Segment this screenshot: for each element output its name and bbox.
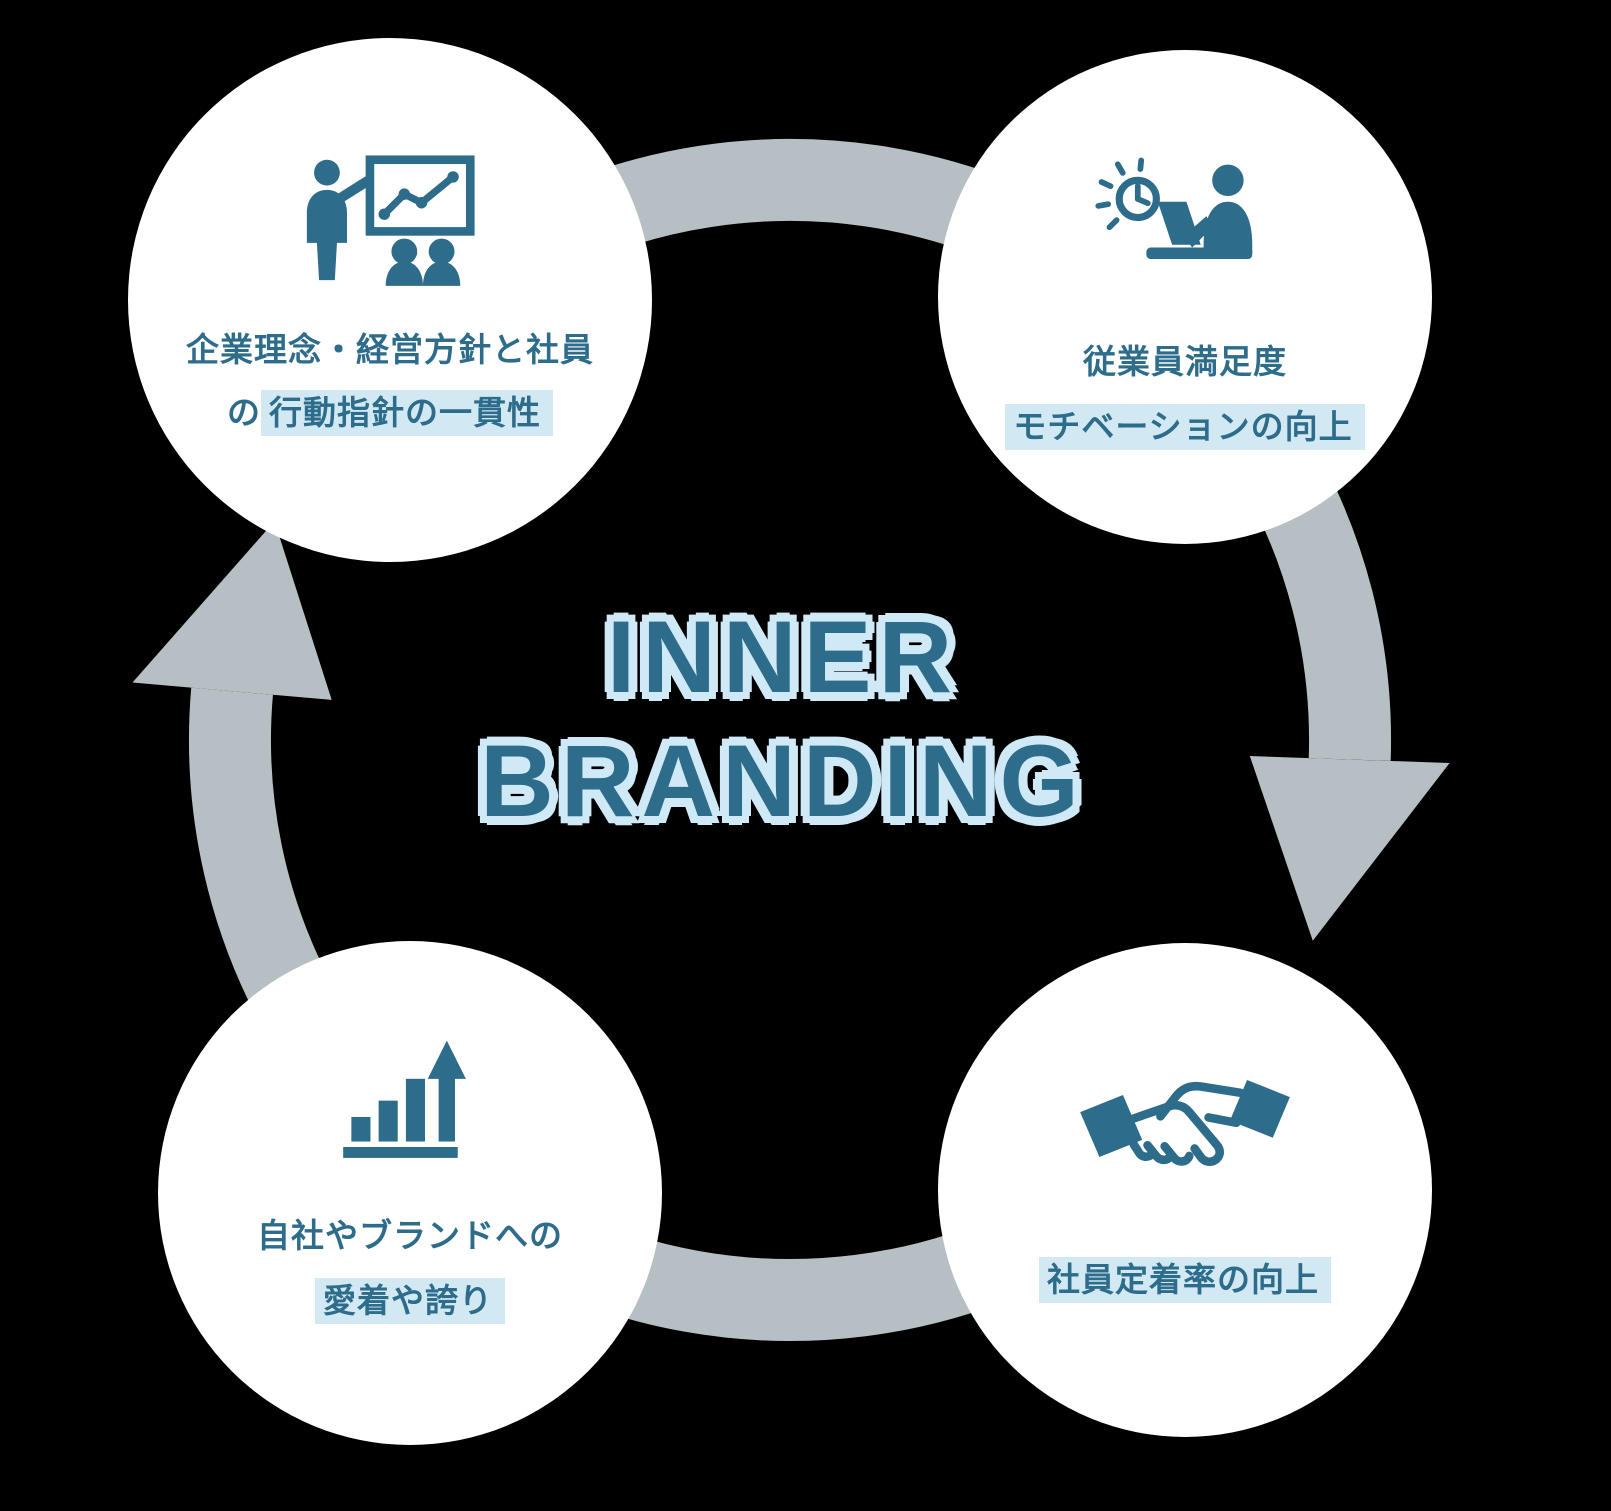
node-text-line: 自社やブランドへの	[257, 1217, 563, 1254]
node-pride: 自社やブランドへの 愛着や誇り	[158, 941, 662, 1445]
node-text-line: の行動指針の一貫性	[227, 390, 553, 437]
highlight-text: 行動指針の一貫性	[261, 390, 553, 437]
highlight-text: 社員定着率の向上	[1039, 1256, 1331, 1303]
cycle-arrow-down-icon	[1249, 756, 1450, 941]
highlight-text: 愛着や誇り	[315, 1277, 505, 1324]
node-text-line: モチベーションの向上	[1005, 403, 1365, 450]
growth-chart-icon	[343, 1040, 466, 1158]
presentation-icon	[306, 155, 475, 286]
cycle-arrow-up-icon	[132, 521, 332, 700]
plain-text: の	[227, 394, 261, 432]
node-retention: 社員定着率の向上	[938, 943, 1432, 1437]
node-text-line: 愛着や誇り	[315, 1277, 505, 1324]
highlight-text: モチベーションの向上	[1005, 403, 1365, 450]
handshake-icon	[1080, 1079, 1290, 1166]
worker-laptop-icon	[1095, 157, 1253, 260]
node-text-line: 従業員満足度	[1083, 343, 1287, 381]
title-line-branding: BRANDING	[480, 724, 1086, 839]
node-philosophy: 企業理念・経営方針と社員 の行動指針の一貫性	[128, 38, 652, 562]
node-satisfaction: 従業員満足度 モチベーションの向上	[938, 50, 1432, 544]
title-line-inner: INNER	[606, 600, 960, 714]
node-text-line: 社員定着率の向上	[1039, 1256, 1331, 1303]
diagram-title: INNER BRANDING	[373, 600, 1193, 838]
node-text-line: 企業理念・経営方針と社員	[186, 331, 594, 369]
